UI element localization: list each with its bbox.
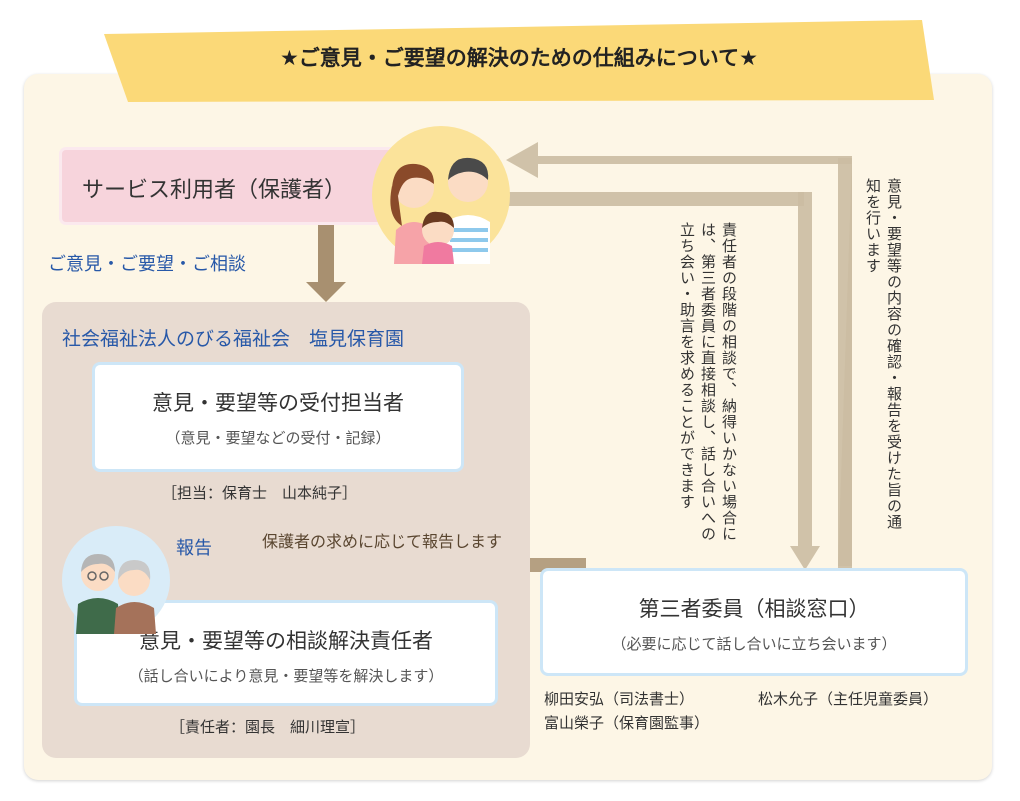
resolver-person: ［責任者：園長 細川理宣］ [170, 718, 366, 736]
report-label: 報告 [176, 538, 212, 559]
service-user-label: サービス利用者（保護者） [82, 178, 347, 203]
service-user-box [62, 150, 402, 222]
arrow-user-to-third-party [506, 192, 804, 206]
report-request-label: 保護者の求めに応じて報告します [262, 532, 503, 551]
title-banner [104, 20, 934, 102]
reception-box: 意見・要望等の受付担当者 （意見・要望などの受付・記録） [92, 362, 464, 472]
arrow-user-to-org [306, 224, 346, 302]
reception-subtitle: （意見・要望などの受付・記録） [165, 429, 391, 447]
page-title: ★ご意見・ご要望の解決のための仕組みについて★ [279, 46, 759, 70]
opinion-label: ご意見・ご要望・ご相談 [48, 254, 246, 275]
elderly-couple-illustration [62, 526, 170, 634]
notify-note: 意見・要望等の内容の確認・報告を受けた旨の通知を行います [864, 178, 903, 530]
resolver-title: 意見・要望等の相談解決責任者 [139, 629, 433, 653]
third-party-subtitle: （必要に応じて話し合いに立ち会います） [611, 635, 897, 653]
organization-name: 社会福祉法人のびる福祉会 塩見保育園 [62, 328, 405, 350]
third-party-member-1: 柳田安弘（司法書士） [544, 690, 695, 708]
direct-consult-note: 責任者の段階の相談で、納得いかない場合には、第三者委員に直接相談し、話し合いへの… [678, 222, 738, 542]
reception-title: 意見・要望等の受付担当者 [152, 391, 404, 415]
family-illustration [372, 126, 510, 264]
third-party-member-2: 富山榮子（保育園監事） [544, 714, 710, 732]
third-party-box: 第三者委員（相談窓口） （必要に応じて話し合いに立ち会います） [540, 568, 968, 676]
third-party-member-3: 松木允子（主任児童委員） [758, 690, 939, 708]
third-party-title: 第三者委員（相談窓口） [638, 597, 870, 621]
resolver-subtitle: （話し合いにより意見・要望等を解決します） [128, 667, 444, 685]
reception-person: ［担当：保育士 山本純子］ [162, 484, 358, 502]
